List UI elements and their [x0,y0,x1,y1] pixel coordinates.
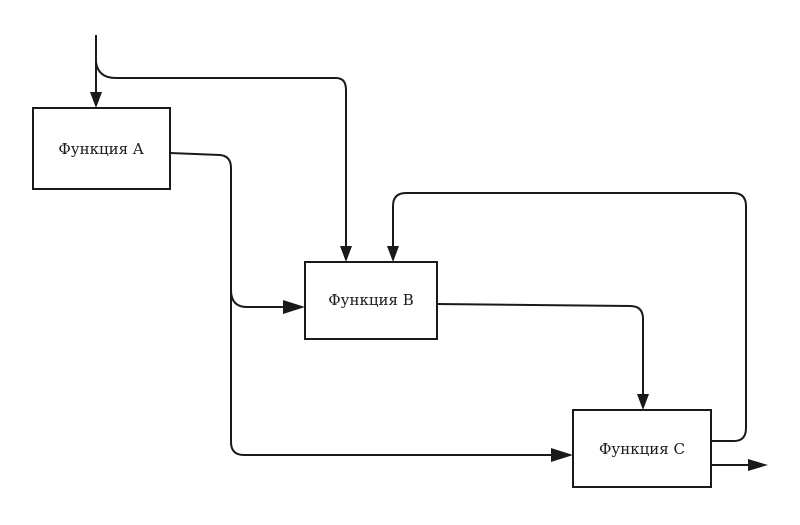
arrowhead-c-to-b [387,246,399,262]
node-c: Функция C [572,409,712,488]
arrowhead-input-to-b [340,246,352,262]
node-b: Функция B [304,261,438,340]
edge-a-to-b [169,152,283,308]
arrowhead-b-to-c [637,394,649,410]
edge-input-to-b [95,61,347,246]
node-b-label: Функция B [328,291,414,309]
node-a-label: Функция A [58,140,144,158]
node-c-label: Функция C [599,440,685,458]
arrowhead-a-to-c [551,448,573,462]
edge-b-to-c [436,303,644,394]
edge-c-to-b [392,192,747,442]
node-b-box [304,261,438,340]
node-c-box [572,409,712,488]
node-a: Функция A [32,107,171,190]
arrowhead-input-to-a [90,92,102,108]
arrowhead-a-to-b [283,300,305,314]
arrowhead-c-to-output [748,459,768,471]
edges [90,35,768,471]
edge-a-to-c [230,280,551,456]
node-a-box [32,107,171,190]
